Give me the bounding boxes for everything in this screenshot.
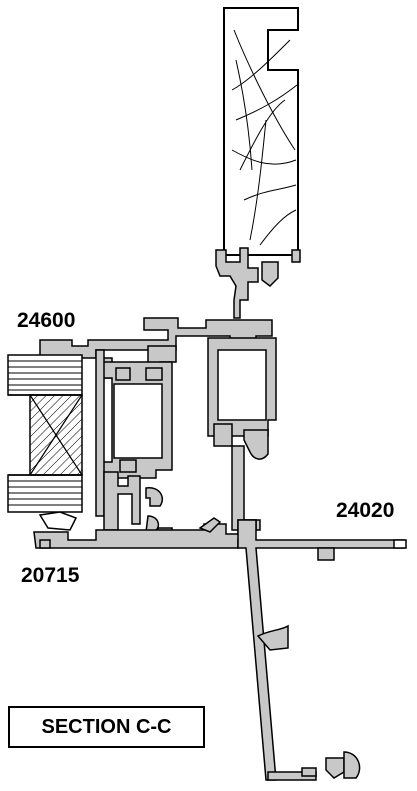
- section-title-box: SECTION C-C: [8, 706, 205, 748]
- top-bead: [215, 247, 301, 319]
- label-24600: 24600: [17, 309, 76, 332]
- mullion-right: [207, 337, 277, 531]
- section-title: SECTION C-C: [41, 715, 172, 738]
- mullion-left: [99, 361, 173, 479]
- top-panel: [223, 7, 299, 256]
- label-20715: 20715: [21, 564, 80, 587]
- profile-24020: [237, 519, 407, 781]
- wall-block: [7, 354, 83, 531]
- label-24020: 24020: [336, 499, 395, 522]
